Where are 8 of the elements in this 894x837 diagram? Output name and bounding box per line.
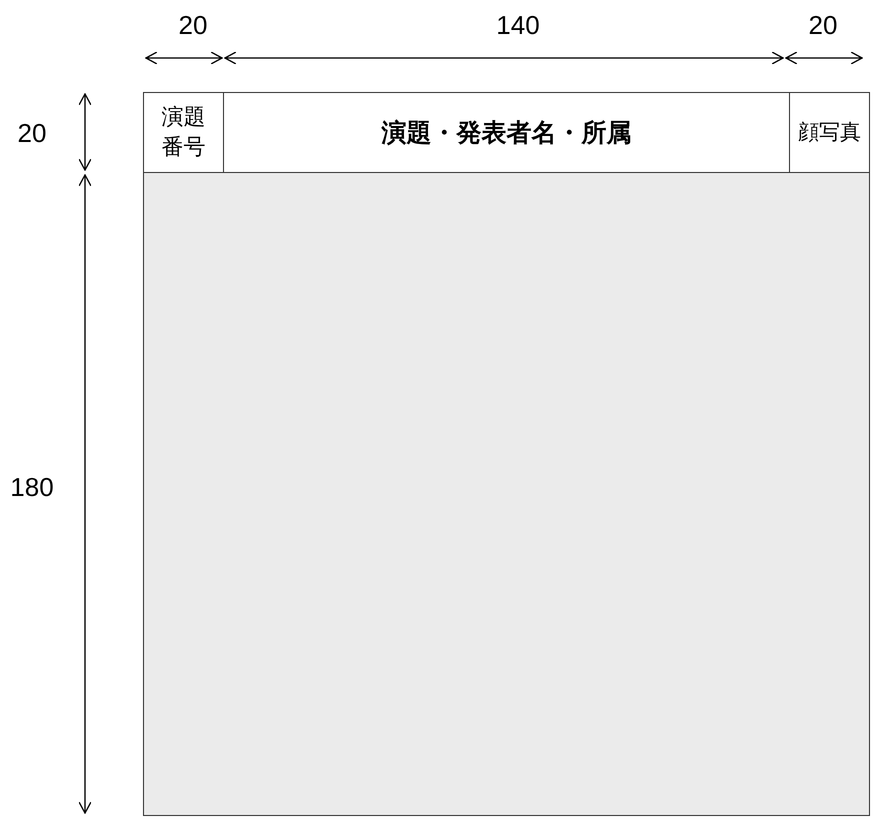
header-cell: 演題番号	[143, 92, 224, 173]
dimension-label: 20	[808, 12, 838, 38]
content-area	[143, 172, 870, 816]
header-cell: 顔写真	[789, 92, 870, 173]
dimension-label: 180	[10, 474, 54, 500]
dimension-label: 20	[178, 12, 208, 38]
dimension-label: 20	[18, 120, 46, 146]
dimension-label: 140	[496, 12, 540, 38]
